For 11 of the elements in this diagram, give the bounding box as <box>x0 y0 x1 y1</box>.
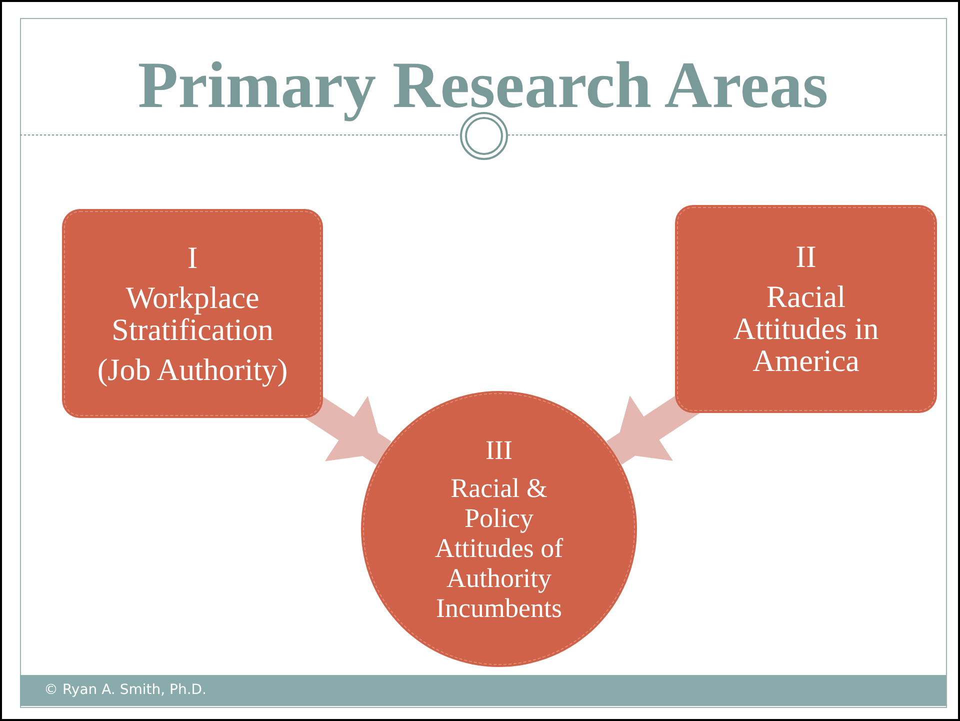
research-box <box>62 209 323 418</box>
area-label: Racial Attitudes in America <box>732 281 880 377</box>
research-box <box>675 205 937 413</box>
numeral-label: III <box>486 435 512 465</box>
numeral-label: II <box>796 241 816 273</box>
copyright-note: © Ryan A. Smith, Ph.D. <box>44 682 207 698</box>
area-label: Racial & Policy Attitudes of Authority Incumbents <box>434 473 564 623</box>
area-label: (Job Authority) <box>96 354 289 386</box>
area-label: Workplace Stratification <box>110 282 274 346</box>
slide-title: Primary Research Areas <box>136 48 830 124</box>
numeral-label: I <box>187 242 198 274</box>
